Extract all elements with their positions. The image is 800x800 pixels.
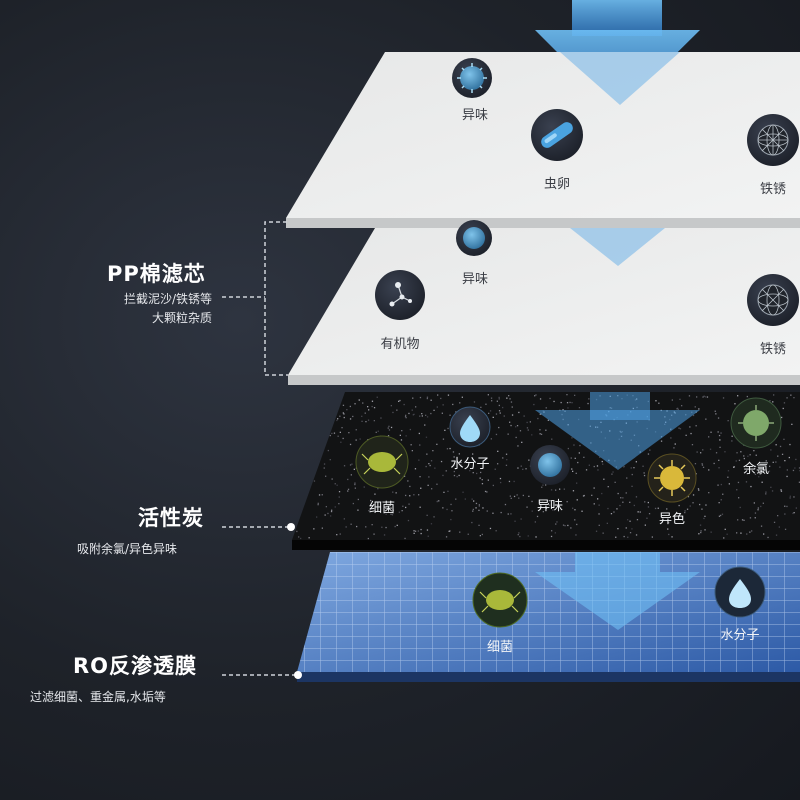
molecule-icon	[375, 270, 425, 320]
carbon-title: 活性炭	[138, 506, 204, 530]
tag-rust-second: 铁锈	[759, 342, 787, 357]
label-connectors	[222, 221, 297, 676]
tag-color: 异色	[658, 512, 686, 527]
pp-sheet-bottom	[288, 228, 800, 385]
carbon-desc: 吸附余氯/异色异味	[77, 542, 178, 556]
pp-desc-line-1: 拦截泥沙/铁锈等	[123, 292, 212, 306]
tag-water-ro: 水分子	[720, 628, 760, 643]
virus-ball-icon	[456, 220, 492, 256]
ro-desc: 过滤细菌、重金属,水垢等	[30, 690, 166, 704]
tag-bacteria-carbon: 细菌	[368, 501, 396, 516]
tag-bacteria-ro: 细菌	[486, 640, 514, 655]
tag-odor-top: 异味	[461, 108, 489, 123]
tag-odor-second: 异味	[461, 272, 489, 287]
ro-membrane-layer	[297, 552, 800, 682]
bacteria-icon	[355, 435, 409, 489]
bacteria-icon	[472, 572, 528, 628]
tag-water-carbon: 水分子	[450, 457, 490, 472]
connector-dot-ro	[294, 671, 302, 679]
capsule-icon	[531, 109, 583, 161]
lattice-sphere-icon	[747, 274, 799, 326]
ro-title: RO反渗透膜	[73, 654, 198, 678]
water-drop-icon	[449, 406, 491, 448]
green-virus-icon	[730, 397, 782, 449]
connector-dot-carbon	[287, 523, 295, 531]
virus-ball-icon	[452, 58, 492, 98]
pp-desc-line-2: 大颗粒杂质	[151, 311, 212, 325]
virus-ball-icon	[530, 445, 570, 485]
pp-desc: 拦截泥沙/铁锈等 大颗粒杂质	[124, 290, 212, 328]
tag-odor-carbon: 异味	[536, 499, 564, 514]
water-drop-icon	[714, 566, 766, 618]
tag-chlorine: 余氯	[742, 462, 770, 477]
lattice-sphere-icon	[747, 114, 799, 166]
pp-title: PP棉滤芯	[107, 262, 206, 286]
tag-egg: 虫卵	[543, 177, 571, 192]
tag-organic: 有机物	[380, 337, 420, 352]
tag-rust-top: 铁锈	[759, 182, 787, 197]
spiky-ball-icon	[647, 453, 697, 503]
